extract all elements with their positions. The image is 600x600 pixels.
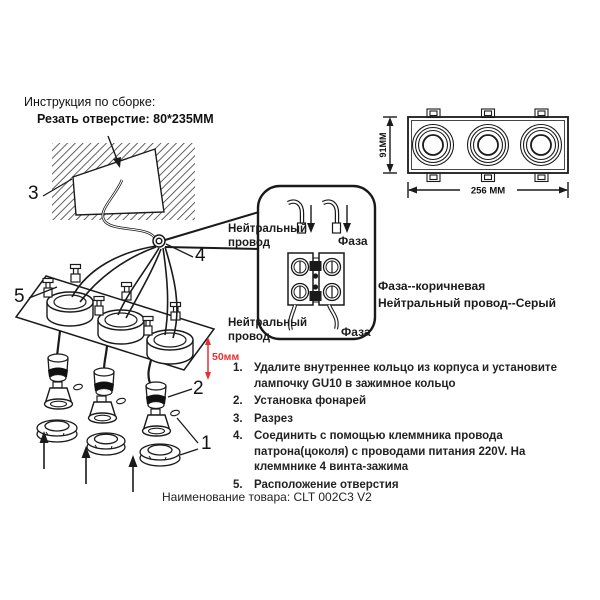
marker-pointer-lines [28,178,199,456]
step-item: 1. Удалите внутреннее кольцо из корпуса … [233,361,579,392]
instruction-steps-list: 1. Удалите внутреннее кольцо из корпуса … [233,361,579,495]
step-number: 5. [233,478,243,491]
marker-3: 3 [28,183,39,204]
lamp-holders [43,330,180,437]
ceiling-cutout-diagram [52,135,195,220]
neutral-wire-label-top: Нейтральный провод [228,223,308,249]
step-item: 4. Соединить с помощью клеммника провода… [233,429,579,476]
terminal-block-diagram [287,199,351,331]
step-number: 2. [233,395,243,407]
phase-wire-label-bottom: Фаза [341,325,371,339]
neutral-color-legend: Нейтральный провод--Серый [378,296,557,310]
junction-point [152,234,166,248]
step-number: 1. [233,362,243,374]
marker-4: 4 [195,245,206,266]
insert-arrows [39,431,138,492]
step-number: 3. [233,412,243,425]
height-50mm-dimension [205,337,211,380]
step-text: Расположение отверстия [254,478,399,491]
marker-2: 2 [193,378,204,399]
step-item: 3. Разрез [233,412,579,428]
trim-rings [36,419,181,467]
step-item: 5. Расположение отверстия [233,478,579,494]
marker-1: 1 [201,433,212,454]
step-number: 4. [233,430,243,442]
step-text: Соединить с помощью клеммника провода па… [254,430,526,473]
step-text: Разрез [254,412,293,425]
depth-dimension-label: 50мм [212,351,240,363]
top-view-diagram: 91MM 256 MM [378,108,569,198]
height-dim-label: 91MM [378,132,388,157]
power-wire [101,179,156,238]
marker-5: 5 [14,286,25,307]
step-item: 2. Установка фонарей [233,394,579,410]
phase-wire-label-top: Фаза [338,234,368,248]
product-name-label: Наименование товара: CLT 002C3 V2 [162,490,372,504]
step-text: Установка фонарей [254,395,367,407]
cut-hole-size-label: Резать отверстие: 80*235ММ [37,112,214,126]
assembly-instruction-title: Инструкция по сборке: [24,95,156,109]
neutral-wire-label-bottom: Нейтральный провод [228,317,308,343]
step-text: Удалите внутреннее кольцо из корпуса и у… [254,362,557,390]
width-dim-label: 256 MM [471,186,505,197]
phase-color-legend: Фаза--коричневая [378,279,486,293]
fixture-plate-assembly [14,245,216,371]
